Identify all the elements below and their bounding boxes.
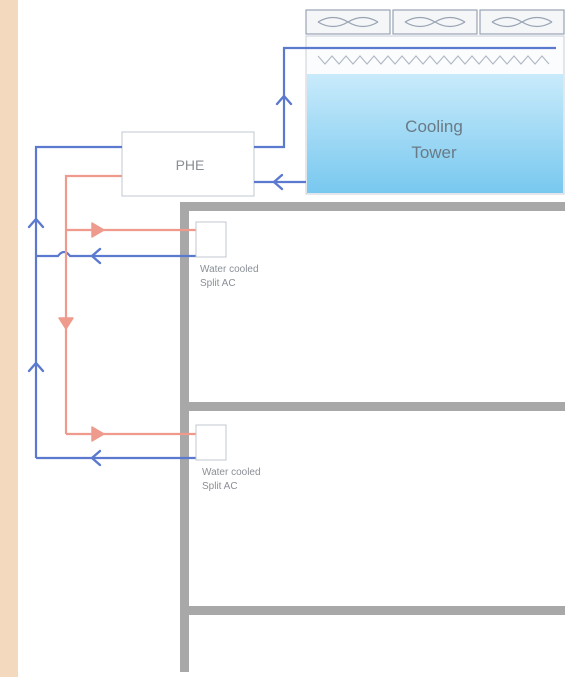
ac-unit-label-line1: Water cooled bbox=[202, 467, 261, 478]
fan-icon bbox=[317, 16, 379, 28]
floor-slab bbox=[189, 606, 565, 615]
tower-water-basin bbox=[307, 74, 563, 193]
fan-icon bbox=[404, 16, 466, 28]
arrow-up-icon bbox=[27, 217, 45, 229]
ac-unit-label-line1: Water cooled bbox=[200, 264, 259, 275]
floor-slab bbox=[189, 402, 565, 411]
ac-unit-label-line2: Split AC bbox=[200, 278, 236, 289]
arrow-right-icon bbox=[91, 426, 105, 442]
split-ac-unit: Water cooled Split AC bbox=[195, 221, 259, 289]
arrow-up-icon bbox=[27, 361, 45, 373]
ac-unit-label-line2: Split AC bbox=[202, 481, 238, 492]
arrow-down-icon bbox=[58, 317, 74, 330]
supply-arrows bbox=[27, 94, 293, 467]
cooling-tower-label-line2: Tower bbox=[411, 143, 457, 162]
phe-outlet-pipe bbox=[64, 174, 122, 434]
ac1-return-pipe bbox=[36, 250, 196, 258]
arrow-left-icon bbox=[272, 173, 284, 191]
split-ac-unit: Water cooled Split AC bbox=[195, 424, 261, 492]
phe-heat-exchanger: PHE bbox=[121, 131, 255, 197]
ac-unit-box bbox=[195, 424, 227, 461]
left-margin-band bbox=[0, 0, 18, 677]
arrow-left-icon bbox=[90, 247, 102, 265]
fan-icon bbox=[491, 16, 553, 28]
ac-unit-box bbox=[195, 221, 227, 258]
cooling-tower-label-line1: Cooling bbox=[405, 117, 463, 136]
arrow-right-icon bbox=[91, 222, 105, 238]
spray-nozzles bbox=[317, 55, 550, 65]
phe-box bbox=[121, 131, 255, 197]
arrow-left-icon bbox=[90, 449, 102, 467]
building-wall bbox=[180, 202, 189, 672]
building-structure bbox=[180, 202, 565, 672]
cooling-tower: Cooling Tower bbox=[305, 9, 565, 195]
return-arrows bbox=[58, 222, 105, 442]
supply-main-riser bbox=[34, 145, 122, 458]
phe-label: PHE bbox=[176, 157, 205, 173]
return-pipes bbox=[64, 174, 196, 436]
arrow-up-icon bbox=[275, 94, 293, 106]
roof-slab bbox=[180, 202, 565, 211]
